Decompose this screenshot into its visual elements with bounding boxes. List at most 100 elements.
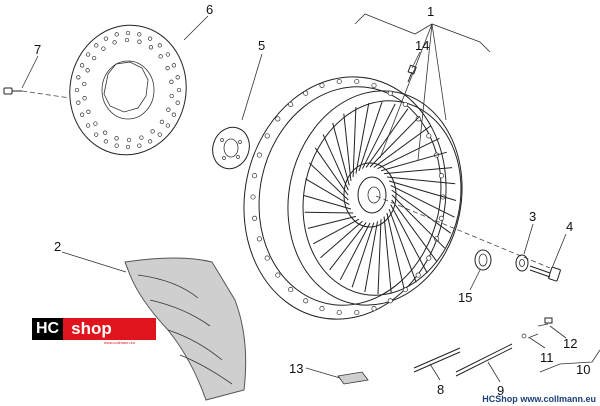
spoke bbox=[332, 122, 350, 186]
rim-nipple-hole bbox=[336, 309, 342, 316]
axle-bolt bbox=[529, 265, 561, 282]
disc-hole bbox=[169, 79, 174, 84]
disc-hole bbox=[79, 112, 85, 117]
rim-nipple-hole bbox=[438, 215, 444, 221]
disc-hole bbox=[137, 39, 142, 44]
spoke bbox=[358, 101, 383, 171]
callout-4: 4 bbox=[566, 219, 573, 234]
spoke bbox=[391, 189, 451, 234]
hc-shop-logo: HC shop www.collmann.eu bbox=[32, 318, 156, 345]
brake-disc bbox=[69, 24, 187, 156]
rim-nipple-hole bbox=[336, 78, 342, 85]
rim-nipple-hole bbox=[250, 194, 256, 200]
callout-10: 10 bbox=[576, 362, 590, 377]
small-screws bbox=[521, 317, 553, 339]
callout-12: 12 bbox=[563, 336, 577, 351]
disc-hole bbox=[85, 68, 90, 73]
disc-hole bbox=[93, 121, 98, 126]
rim-nipple-hole bbox=[371, 306, 377, 312]
spoke bbox=[343, 113, 352, 182]
disc-hole bbox=[158, 54, 163, 59]
spoke bbox=[305, 178, 350, 206]
disc-hole bbox=[150, 129, 155, 134]
disc-hole bbox=[165, 52, 171, 57]
rim-nipple-hole bbox=[354, 309, 360, 316]
disc-hole bbox=[165, 123, 171, 128]
disc-hole bbox=[94, 43, 99, 48]
spoke bbox=[365, 108, 409, 168]
washer bbox=[515, 254, 529, 272]
spoke bbox=[391, 194, 446, 249]
spoke bbox=[329, 222, 367, 271]
spoke bbox=[308, 162, 349, 201]
logo-hc-text: HC bbox=[32, 318, 64, 340]
rim-nipple-hole bbox=[319, 82, 325, 88]
rim-nipple-hole bbox=[264, 133, 270, 139]
disc-hole bbox=[91, 55, 97, 61]
disc-hole bbox=[137, 143, 142, 148]
spoke bbox=[352, 106, 357, 178]
rim-nipple-hole bbox=[434, 236, 440, 242]
callout-labels: 1 2 3 4 5 6 7 8 9 10 11 12 13 14 15 bbox=[34, 2, 590, 398]
spoke bbox=[362, 103, 396, 169]
rim-nipple-hole bbox=[303, 90, 309, 96]
spoke bbox=[391, 199, 438, 262]
disc-hole bbox=[171, 63, 177, 68]
disc-hole bbox=[101, 46, 106, 51]
disc-hole bbox=[159, 119, 165, 125]
disc-hole bbox=[175, 75, 180, 80]
spoke bbox=[304, 211, 354, 214]
logo-shop-text: shop bbox=[63, 318, 156, 340]
disc-hole bbox=[76, 75, 81, 80]
callout-7: 7 bbox=[34, 42, 41, 57]
spoke bbox=[314, 147, 349, 196]
disc-hole bbox=[166, 107, 171, 112]
callout-11: 11 bbox=[540, 350, 554, 365]
spoke bbox=[377, 137, 440, 170]
disc-hole bbox=[125, 30, 131, 36]
rim-nipple-hole bbox=[252, 215, 258, 221]
callout-3: 3 bbox=[529, 209, 536, 224]
spoke bbox=[388, 180, 457, 201]
rim-nipple-hole bbox=[354, 78, 360, 85]
spoke bbox=[384, 167, 453, 175]
spoke bbox=[364, 221, 378, 293]
axle-line bbox=[375, 195, 551, 269]
disc-hole bbox=[86, 109, 91, 114]
disc-hole bbox=[169, 93, 174, 99]
rim-nipple-hole bbox=[438, 173, 444, 179]
disc-hole bbox=[148, 45, 154, 50]
callout-15: 15 bbox=[458, 290, 472, 305]
watermark-url: www.collmann.eu bbox=[520, 394, 596, 404]
callout-13: 13 bbox=[289, 361, 303, 376]
callout-1: 1 bbox=[427, 4, 434, 19]
disc-hole bbox=[82, 96, 87, 101]
disc-hole bbox=[147, 139, 153, 144]
watermark-brand: HCShop bbox=[482, 394, 518, 404]
disc-hole bbox=[82, 81, 87, 87]
disc-hole bbox=[147, 36, 153, 41]
rim-nipple-hole bbox=[288, 287, 294, 293]
spoke bbox=[388, 208, 417, 283]
disc-hole bbox=[137, 32, 142, 37]
rim-nipple-hole bbox=[415, 272, 421, 278]
disc-hole bbox=[139, 135, 144, 140]
rim-nipple-hole bbox=[371, 82, 377, 88]
disc-hole bbox=[175, 100, 180, 105]
spoke bbox=[355, 103, 370, 174]
pin-9 bbox=[455, 343, 513, 377]
spoke bbox=[390, 204, 428, 274]
rim-nipple-hole bbox=[303, 298, 309, 304]
disc-hole bbox=[125, 144, 131, 150]
disc-hole bbox=[126, 137, 132, 143]
spoke bbox=[383, 216, 392, 293]
rim-nipple-hole bbox=[264, 255, 270, 261]
spoke bbox=[369, 115, 421, 168]
spoke bbox=[307, 215, 357, 229]
disc-hole bbox=[76, 100, 81, 105]
callout-14: 14 bbox=[415, 38, 429, 53]
disc-hole bbox=[85, 52, 91, 57]
rim-nipple-hole bbox=[415, 116, 421, 122]
spoke bbox=[320, 220, 363, 259]
callout-9: 9 bbox=[497, 383, 504, 398]
